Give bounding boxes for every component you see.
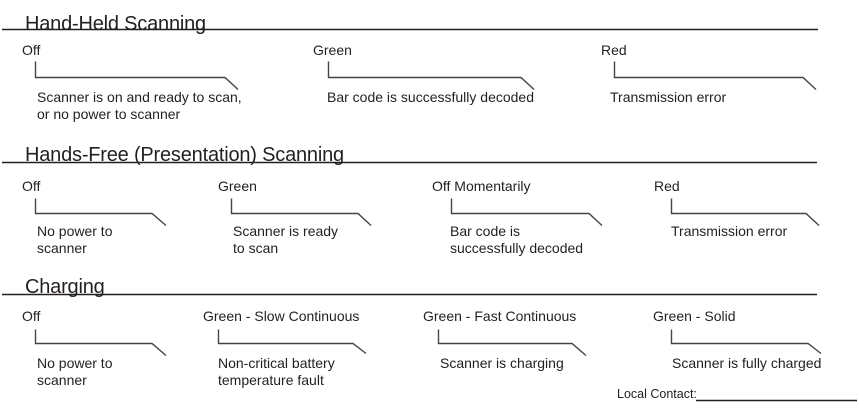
led-state-description: No power to scanner	[37, 223, 113, 256]
section-heading-hands-free-scanning: Hands-Free (Presentation) Scanning	[25, 144, 344, 166]
callout-bracket	[327, 61, 535, 91]
callout-bracket	[34, 198, 167, 227]
led-state-label: Off Momentarily	[432, 178, 531, 194]
led-state-description: Bar code is successfully decoded	[450, 223, 584, 256]
led-state-label: Green	[218, 178, 257, 194]
led-state-description: Bar code is successfully decoded	[327, 89, 534, 105]
led-state-label: Green - Slow Continuous	[203, 308, 360, 324]
callout-bracket	[450, 198, 603, 227]
led-state-description: Transmission error	[671, 223, 788, 239]
section-heading-charging: Charging	[25, 276, 105, 298]
led-state-label: Red	[601, 42, 627, 58]
led-state-description: Scanner is on and ready to scan, or no p…	[37, 89, 242, 122]
led-state-description: Scanner is fully charged	[672, 355, 822, 371]
callout-bracket	[230, 198, 372, 227]
led-state-label: Green - Solid	[653, 308, 736, 324]
led-state-description: Non-critical battery temperature fault	[218, 355, 335, 388]
callout-bracket	[670, 198, 820, 227]
led-state-description: Transmission error	[610, 89, 727, 105]
led-state-label: Off	[22, 178, 41, 194]
led-state-label: Red	[654, 178, 680, 194]
led-state-label: Off	[22, 42, 41, 58]
led-state-label: Green - Fast Continuous	[423, 308, 577, 324]
led-state-description: No power to scanner	[37, 355, 113, 388]
local-contact-label: Local Contact:	[617, 387, 697, 401]
led-state-description: Scanner is ready to scan	[233, 223, 339, 256]
callout-bracket	[670, 329, 822, 355]
section-heading-hand-held-scanning: Hand-Held Scanning	[25, 13, 206, 35]
callout-bracket	[34, 329, 167, 357]
callout-bracket	[437, 329, 587, 357]
led-state-label: Off	[22, 308, 41, 324]
led-state-description: Scanner is charging	[440, 355, 564, 371]
led-state-label: Green	[313, 42, 352, 58]
callout-bracket	[613, 61, 817, 91]
callout-bracket	[34, 61, 239, 91]
callout-bracket	[217, 329, 367, 355]
